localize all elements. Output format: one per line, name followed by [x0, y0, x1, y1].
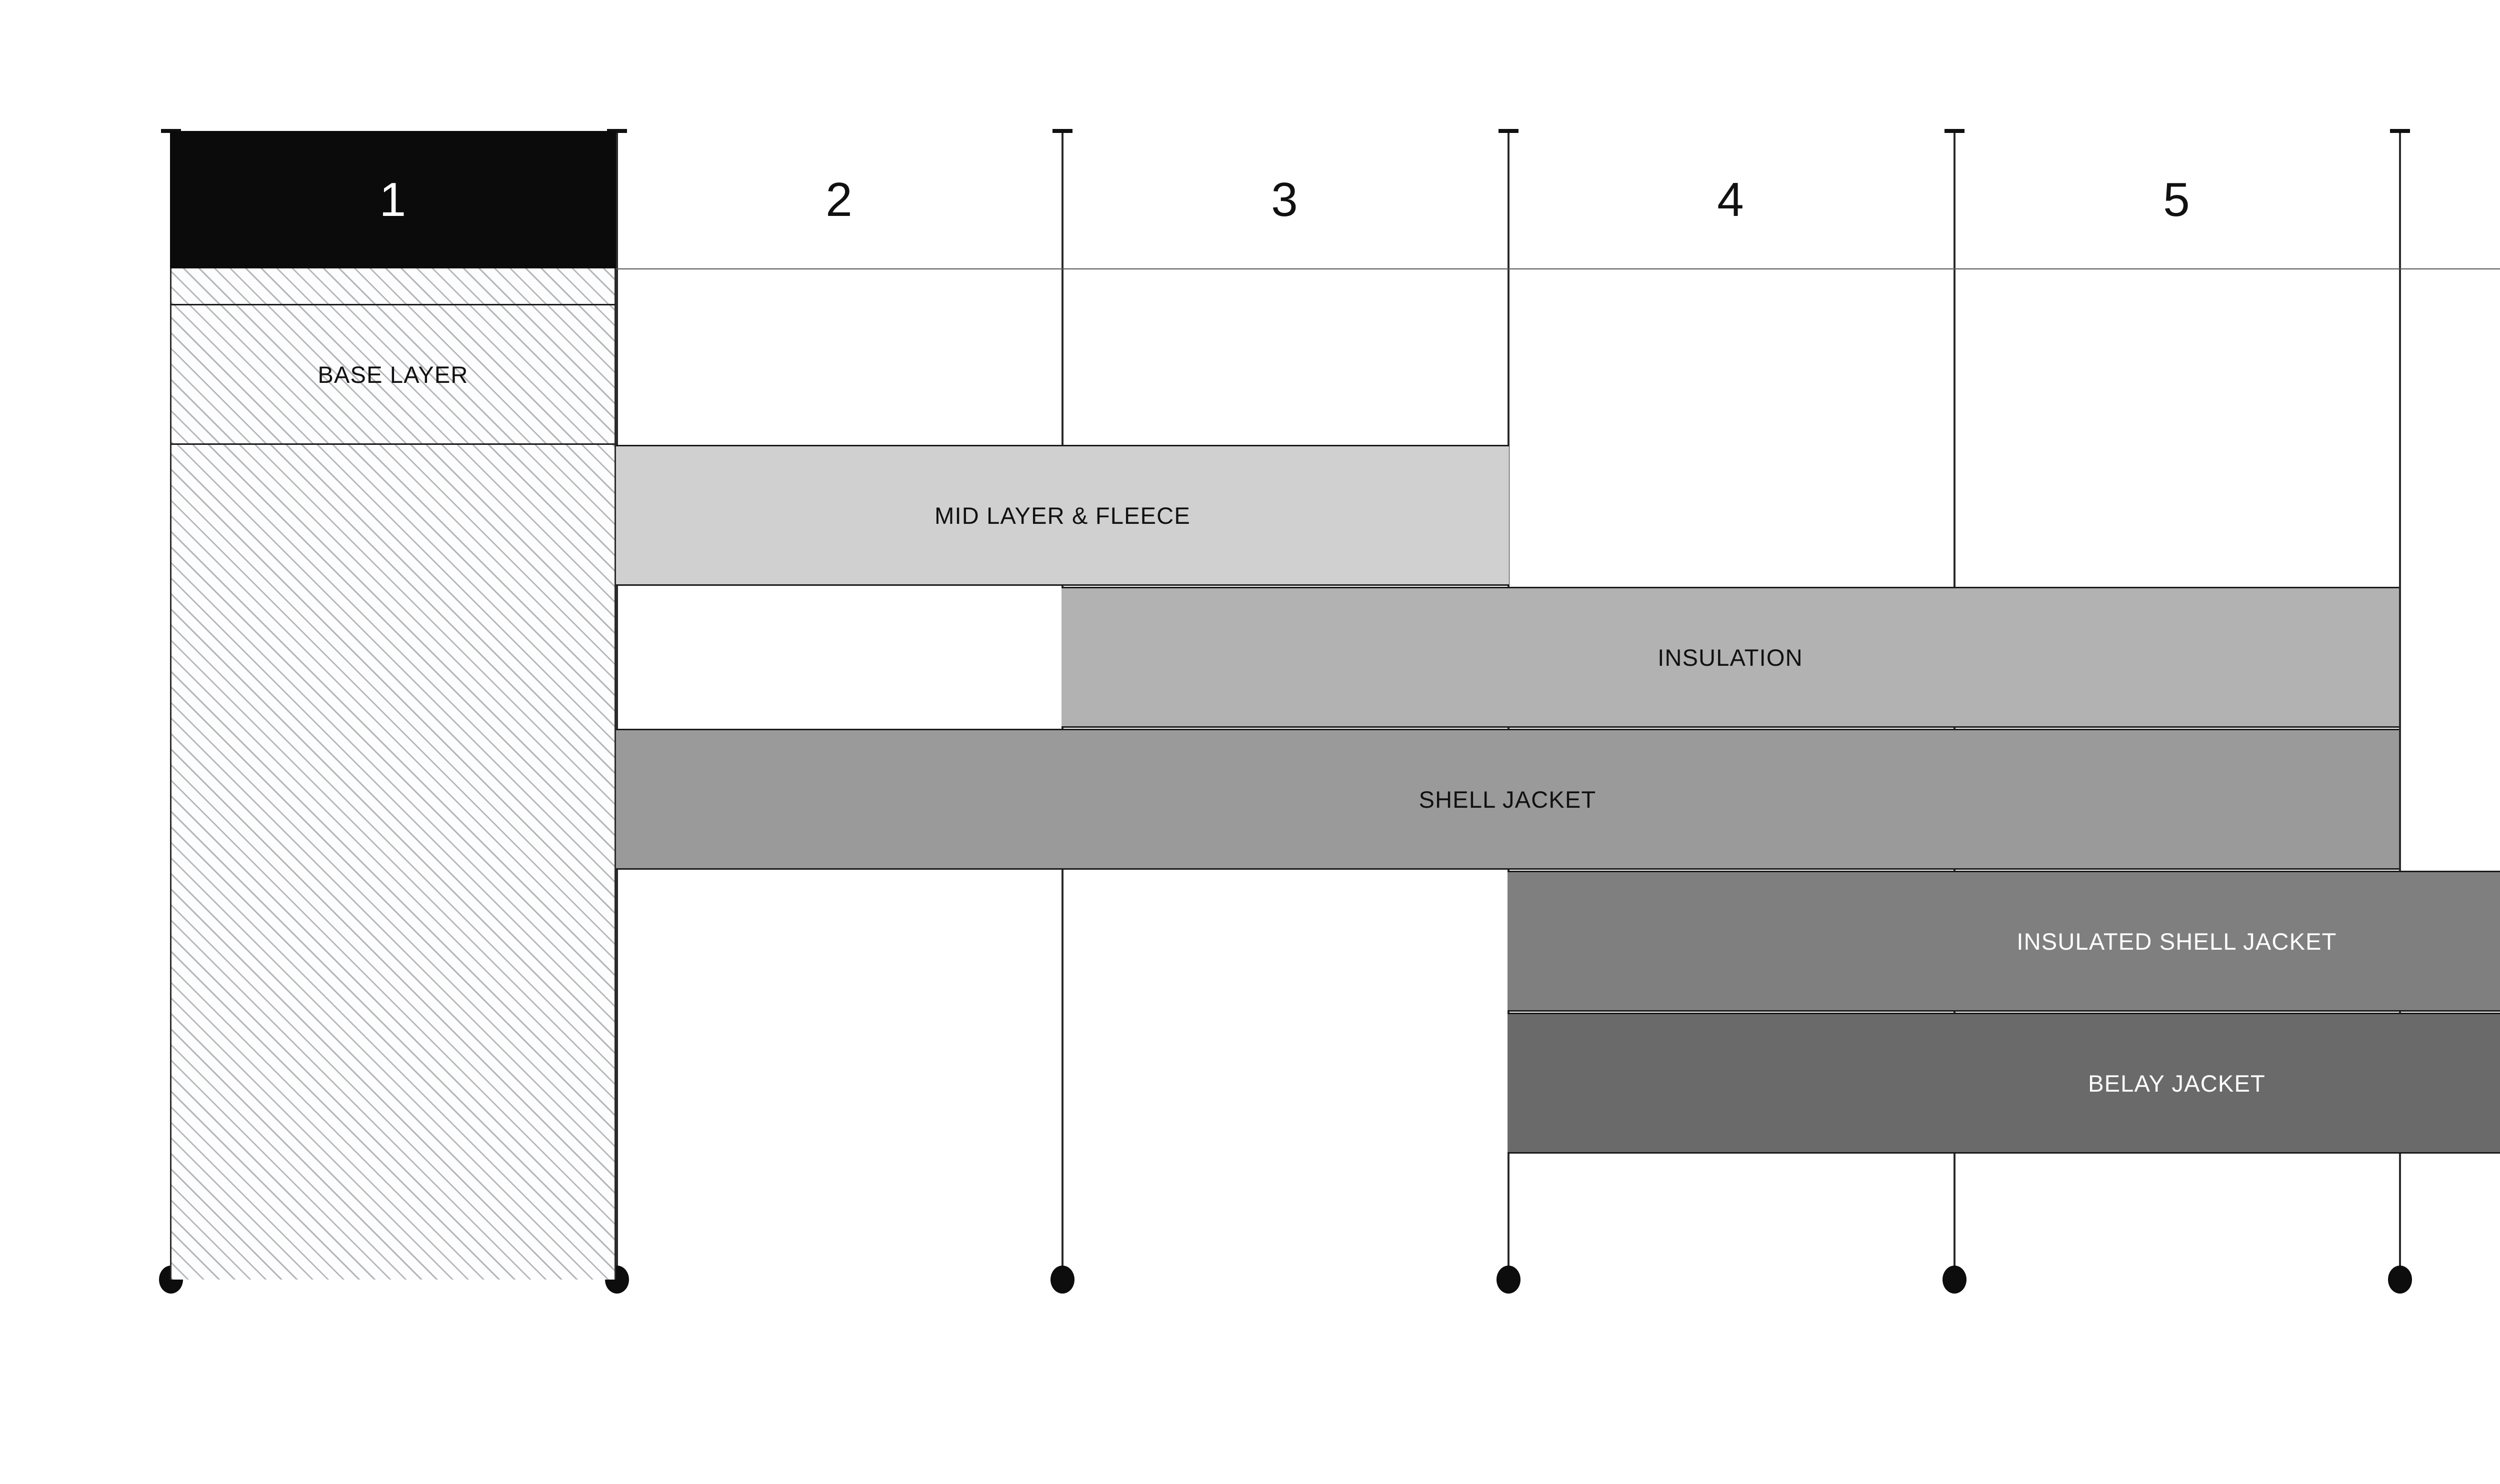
- bar-label: MID LAYER & FLEECE: [934, 502, 1190, 529]
- bar-label: BELAY JACKET: [2088, 1070, 2266, 1097]
- bar-shell-jacket[interactable]: SHELL JACKET: [616, 729, 2399, 870]
- column-header-label: 5: [2163, 172, 2190, 226]
- bar-label: BASE LAYER: [318, 361, 468, 388]
- column-header-5[interactable]: 5: [1954, 131, 2400, 268]
- column-header-label: 4: [1717, 172, 1744, 226]
- column-header-2[interactable]: 2: [616, 131, 1062, 268]
- bar-label: INSULATED SHELL JACKET: [2016, 928, 2337, 955]
- column-header-label: 1: [379, 172, 407, 226]
- gridline-cap-icon: [2390, 129, 2410, 133]
- gridline-dot-icon: [1496, 1266, 1520, 1294]
- column-header-label: 3: [1271, 172, 1298, 226]
- gridline-cap-icon: [1052, 129, 1072, 133]
- column-header-4[interactable]: 4: [1508, 131, 1954, 268]
- bar-insulation[interactable]: INSULATION: [1062, 587, 2399, 728]
- gridline-dot-icon: [1942, 1266, 1966, 1294]
- gridline-cap-icon: [1944, 129, 1964, 133]
- column-header-3[interactable]: 3: [1062, 131, 1508, 268]
- bar-mid-layer-and-fleece[interactable]: MID LAYER & FLEECE: [616, 445, 1509, 586]
- gridline-dot-icon: [1050, 1266, 1074, 1294]
- gridline-1: [605, 129, 629, 1294]
- column-header-6[interactable]: 6: [2399, 131, 2500, 268]
- bar-insulated-shell-jacket[interactable]: INSULATED SHELL JACKET: [1508, 871, 2500, 1012]
- bar-label: SHELL JACKET: [1418, 786, 1596, 813]
- gridline-5: [2388, 129, 2412, 1294]
- gridline-dot-icon: [2388, 1266, 2412, 1294]
- column-header-label: 2: [826, 172, 852, 226]
- hatch-segment-top: [170, 268, 616, 304]
- bar-label: INSULATION: [1658, 644, 1803, 671]
- bar-belay-jacket[interactable]: BELAY JACKET: [1508, 1013, 2500, 1154]
- hatch-segment-body: [170, 445, 616, 1280]
- column-header-1[interactable]: 1: [170, 131, 616, 268]
- gridline-cap-icon: [607, 129, 627, 133]
- gridline-cap-icon: [1498, 129, 1518, 133]
- header-separator: [170, 268, 2500, 269]
- bar-base-layer[interactable]: BASE LAYER: [170, 304, 616, 445]
